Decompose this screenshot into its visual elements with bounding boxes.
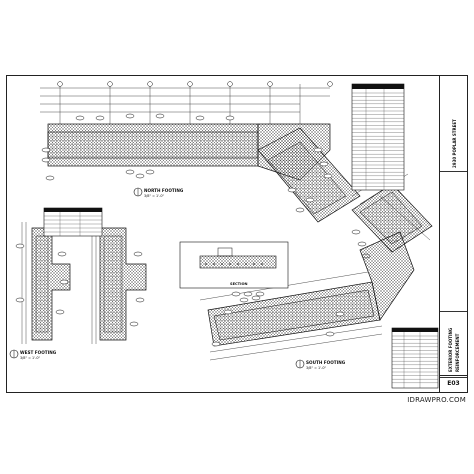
south-footing-corner (359, 231, 415, 321)
diagonal-rebar-tags (287, 147, 333, 213)
drawing-title-line2: REINFORCEMENT (455, 333, 460, 372)
tb-notes-cell (440, 172, 467, 312)
rebar-schedule-bottom (391, 327, 439, 389)
tb-drawing-cell: EXTERIOR FOOTING REINFORCEMENT (440, 312, 467, 378)
west-view-scale: 3/8" = 1'-0" (20, 356, 41, 360)
sheet-border (6, 75, 440, 393)
title-block: 2930 POPLAR STREET EXTERIOR FOOTING REIN… (440, 75, 468, 393)
north-grid-bubbles (57, 81, 333, 87)
south-rebar-tags (211, 295, 345, 347)
watermark-text: IDRAWPRO.COM (407, 396, 466, 404)
drawing-title-line1: EXTERIOR FOOTING (448, 327, 453, 372)
section-footing-profile (199, 255, 277, 269)
west-rebar-tags (15, 243, 145, 327)
rebar-schedule-left (43, 207, 103, 237)
north-view-title: NORTH FOOTING (144, 188, 184, 193)
sheet-number: E03 (440, 375, 467, 392)
north-view-scale: 3/8" = 1'-0" (144, 194, 165, 198)
section-detail (179, 241, 289, 297)
west-dimension-lines (21, 222, 97, 344)
south-footing-mat (213, 289, 375, 341)
south-view-scale: 3/8" = 1'-0" (306, 366, 327, 370)
section-view-title: SECTION (230, 282, 248, 286)
north-rebar-tags (41, 113, 235, 181)
west-view-title: WEST FOOTING (20, 350, 57, 355)
south-view-title: SOUTH FOOTING (306, 360, 346, 365)
rebar-schedule-top (351, 83, 405, 191)
north-footing-mat (47, 131, 259, 159)
tb-project-cell: 2930 POPLAR STREET (440, 76, 467, 172)
west-footing-plan (9, 222, 147, 359)
diagonal-footing-plan (257, 127, 433, 259)
section-rebar-dots (205, 263, 263, 265)
project-address: 2930 POPLAR STREET (452, 119, 457, 168)
